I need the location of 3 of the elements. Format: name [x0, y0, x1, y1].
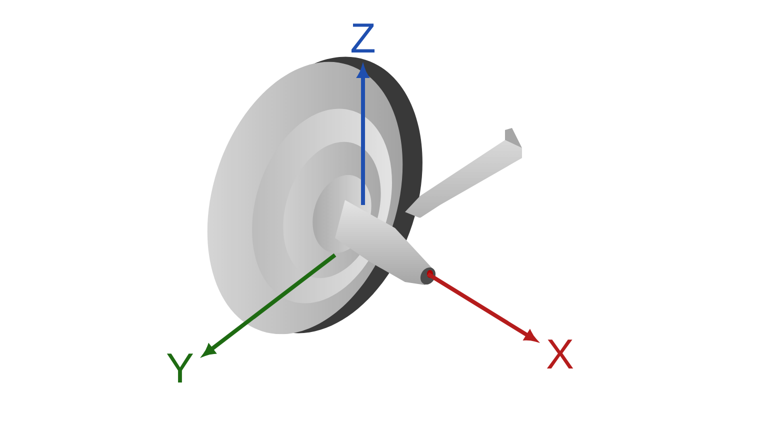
axis-label: Y [166, 354, 194, 382]
axis-label: Z [352, 24, 375, 52]
axis-label: X [546, 340, 574, 368]
